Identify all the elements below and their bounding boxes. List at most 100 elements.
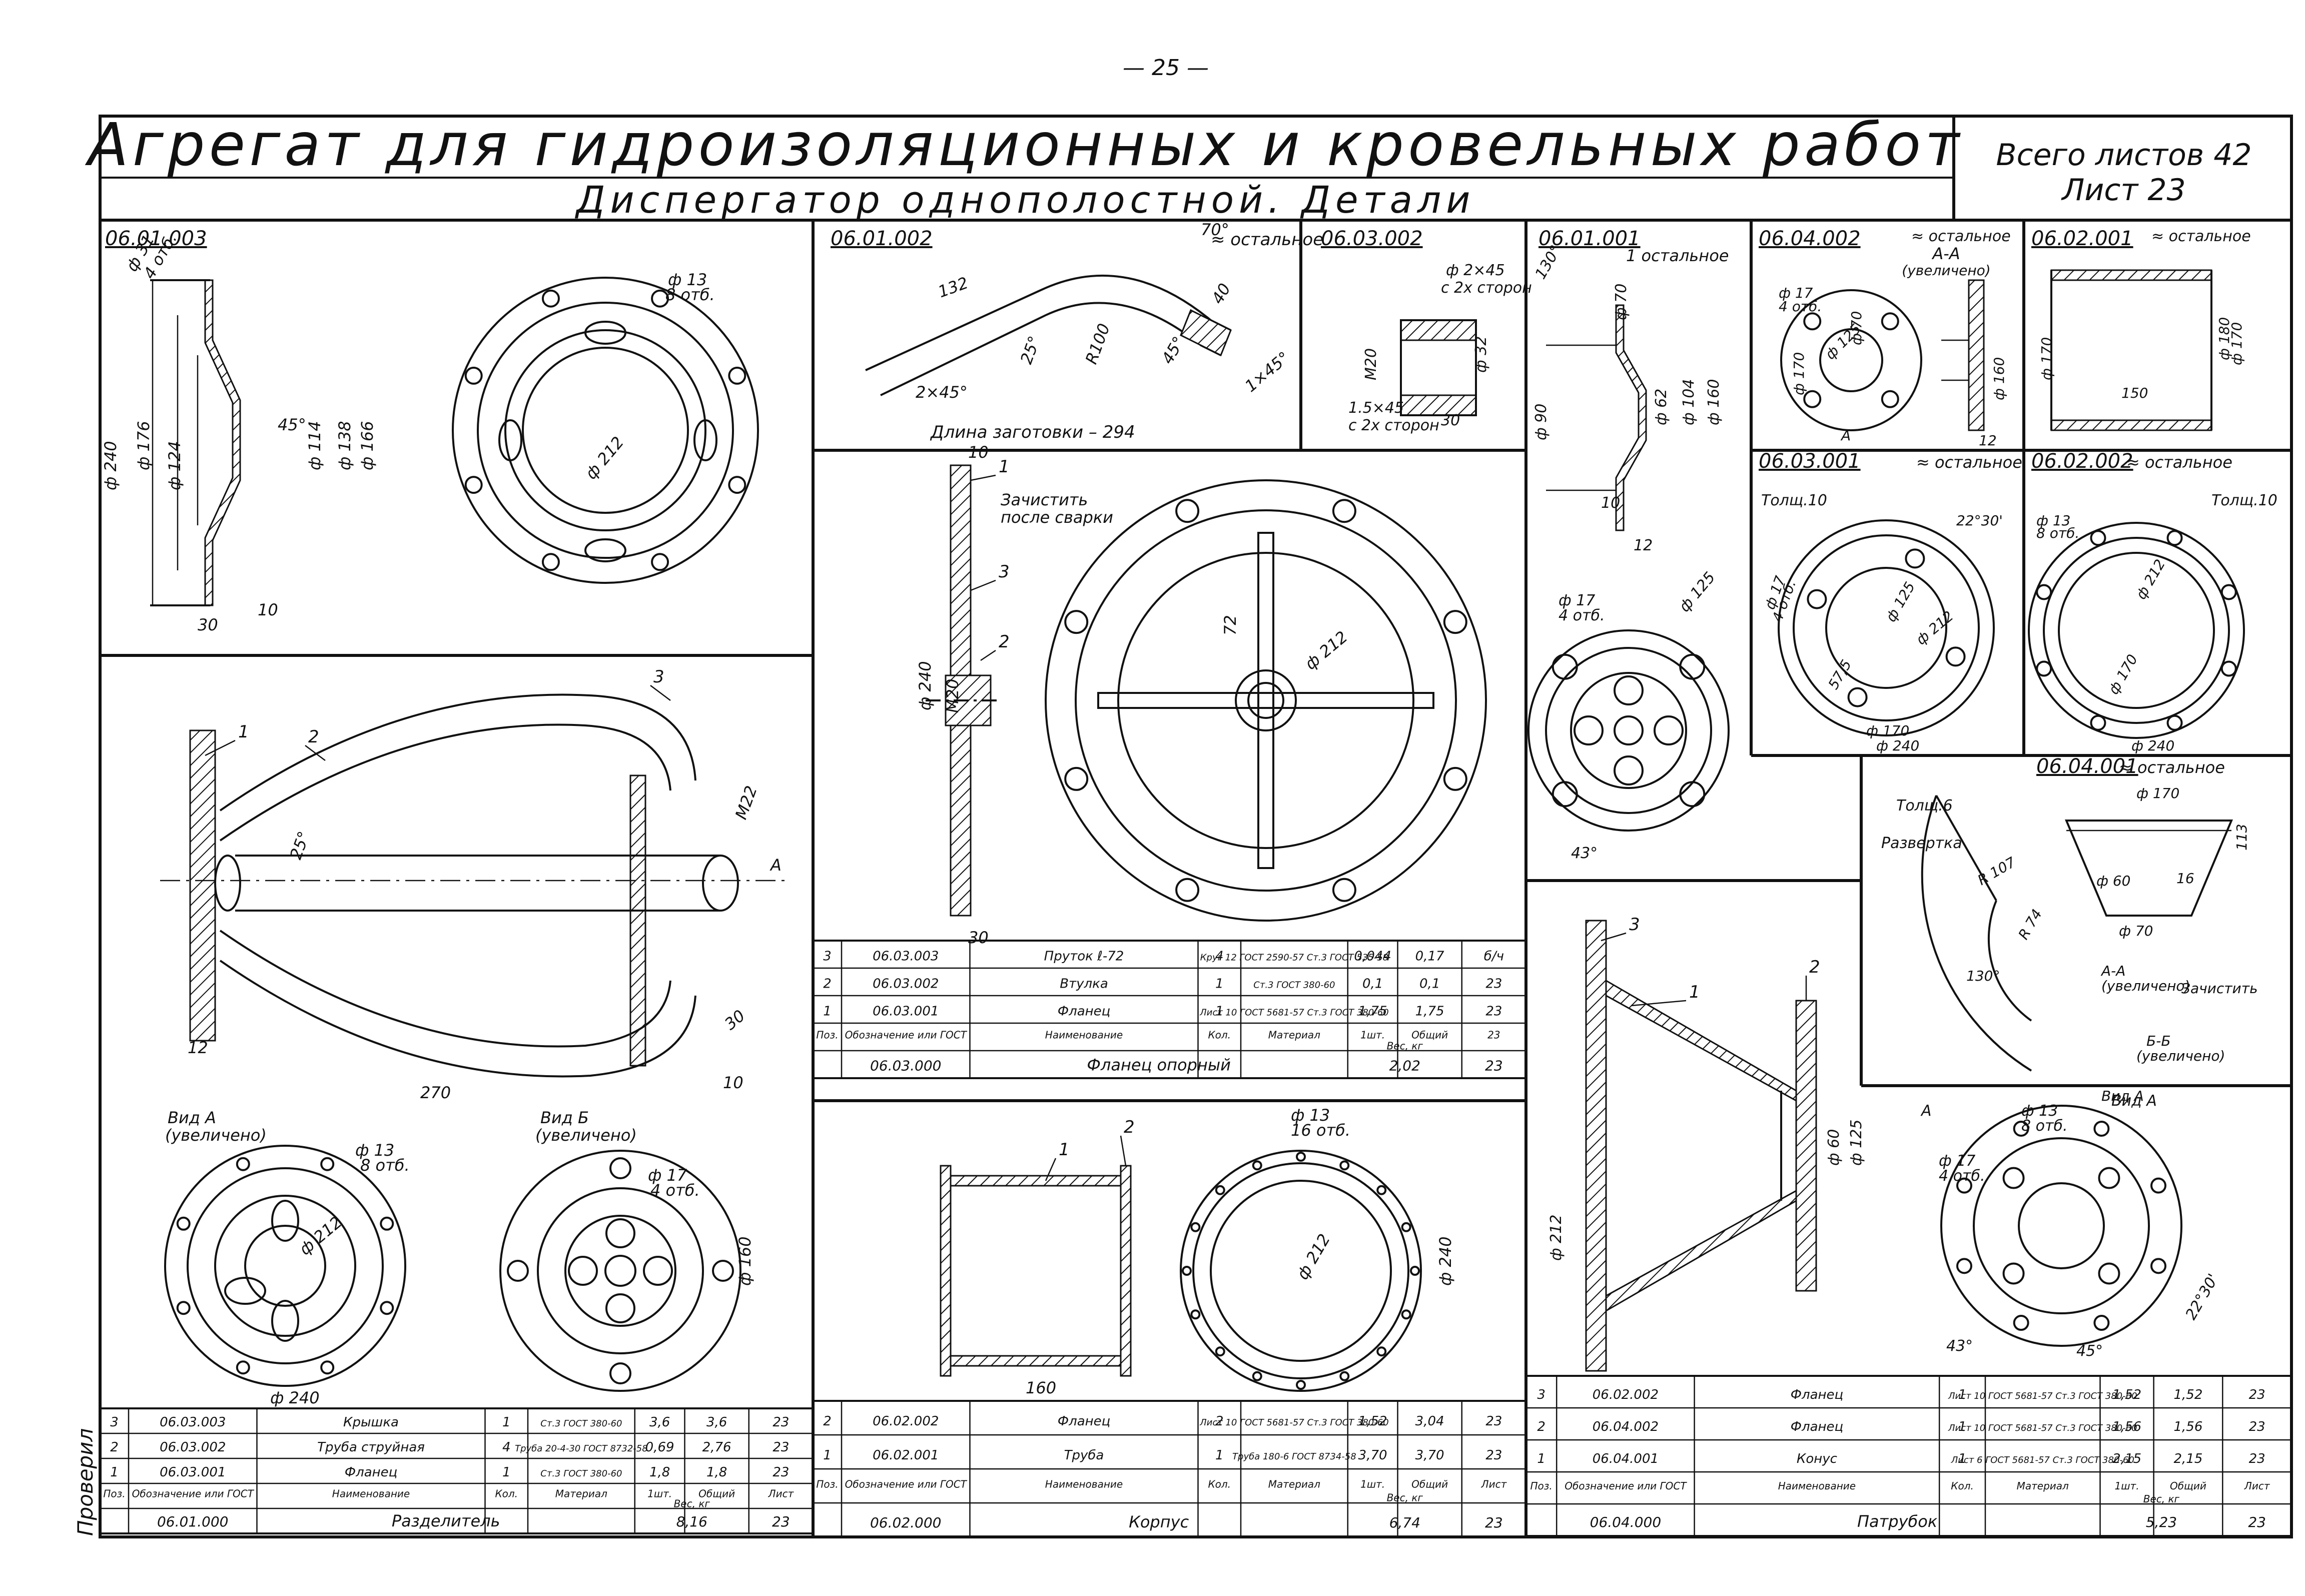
dimension-label: 45°	[1158, 333, 1188, 367]
dimension-label: ф 125	[1848, 1120, 1865, 1166]
dimension-label: ф 240	[2131, 737, 2174, 754]
dimension-label: (увеличено)	[2101, 978, 2190, 994]
dimension-label: ф 180	[2216, 317, 2232, 360]
table-cell: 06.03.002	[160, 1440, 226, 1455]
bolt-hole	[1175, 878, 1200, 902]
bolt-hole	[1332, 499, 1356, 523]
code-060102: 06.01.002	[831, 227, 933, 250]
position-number: 2	[308, 727, 319, 747]
table-header: Наименование	[1045, 1029, 1123, 1041]
dimension-label: 43°	[1946, 1337, 1973, 1355]
dimension-label: 10	[723, 1073, 743, 1092]
table-cell: 23	[773, 1415, 789, 1430]
dimension-label: А	[1840, 427, 1851, 444]
leader-line	[205, 739, 236, 756]
table-header: Обозначение или ГОСТ	[845, 1478, 968, 1490]
dimension-label: ф 13	[668, 270, 707, 289]
table-cell: Фланец	[1791, 1387, 1844, 1402]
dimension-label: ф 160	[1991, 357, 2007, 400]
table-cell: 23	[1485, 1448, 1502, 1463]
bolt-hole	[176, 1216, 191, 1231]
table-assembly-cell: 06.02.000	[870, 1514, 942, 1531]
bolt-hole	[1679, 653, 1706, 680]
dimension-label: Зачистить	[1001, 490, 1088, 509]
dimension-label: 43°	[1571, 845, 1598, 862]
dimension-label: А-А	[2100, 963, 2125, 979]
table-cell: Труба 20-4-30 ГОСТ 8732-58	[515, 1443, 648, 1454]
dimension-label: ф 125	[1676, 569, 1719, 615]
checked-by-label: Проверил	[73, 1428, 98, 1536]
table-assembly-cell: 2,02	[1389, 1058, 1420, 1074]
dimension-label: R 74	[2015, 907, 2045, 943]
dimension-label: 2×45°	[916, 383, 968, 402]
table-cell: 0,044	[1354, 949, 1391, 964]
view-A	[164, 1145, 406, 1387]
dimension-label: А	[1920, 1102, 1932, 1120]
table-cell: 3	[1537, 1387, 1546, 1402]
dimension-label: 4 отб.	[1779, 298, 1822, 315]
code-060401: 06.04.001	[2036, 755, 2138, 778]
table-header: Кол.	[1208, 1478, 1231, 1490]
bolt-hole	[1401, 1222, 1411, 1232]
pipe-branch-side	[1585, 920, 1817, 1372]
dimension-label: 12	[1634, 537, 1653, 554]
table-cell: 0,17	[1415, 949, 1444, 964]
table-cell: 06.03.001	[160, 1465, 226, 1480]
dimension-label: 4 отб.	[1939, 1167, 1985, 1185]
bolt-holes-flange-support	[1064, 499, 1467, 902]
dimension-label: ф 62	[1653, 389, 1670, 425]
dimension-label: 150	[2121, 385, 2148, 401]
position-number: 2	[999, 632, 1010, 652]
code-060103: 06.01.003	[105, 227, 207, 250]
bolt-hole	[2002, 1262, 2025, 1285]
bolt-holes-splitter	[176, 1157, 734, 1384]
table-header: Кол.	[495, 1488, 518, 1500]
bolt-hole	[609, 1157, 631, 1179]
bolt-hole	[1956, 1258, 1972, 1274]
part-060102-bent-pipe	[865, 274, 1232, 396]
table-cell: 06.02.002	[1593, 1387, 1659, 1402]
thickness-060401: Толщ.6	[1896, 797, 1953, 815]
dimension-label: ф 90	[1532, 404, 1550, 440]
dimension-label: 22°30'	[1956, 512, 2003, 529]
table-assembly-cell: 06.04.000	[1590, 1514, 1662, 1530]
sheets-total: Всего листов 42	[1996, 138, 2251, 173]
table-header: Наименование	[332, 1488, 410, 1500]
position-number: 3	[1629, 915, 1640, 935]
note-060201: ≈ остальное	[2151, 228, 2251, 245]
dims-splitter: Вид А(увеличено)Вид Б(увеличено)ф 138 от…	[165, 667, 782, 1407]
table-cell: Конус	[1797, 1451, 1837, 1466]
table-cell: Фланец	[345, 1465, 398, 1480]
table-cell: 2	[823, 1414, 832, 1429]
bolt-hole	[320, 1157, 335, 1171]
bolt-holes-housing	[1182, 1152, 1420, 1390]
table-cell: Лист 10 ГОСТ 5681-57 Ст.3 ГОСТ 380-60	[1199, 1417, 1389, 1428]
dimension-label: М20	[1362, 348, 1380, 380]
code-060202: 06.02.002	[2031, 450, 2133, 473]
note-060202: ≈ остальное	[2126, 453, 2232, 472]
table-header: Лист	[2244, 1480, 2270, 1492]
table-cell: б/ч	[1484, 949, 1504, 964]
code-060302: 06.03.002	[1321, 227, 1423, 250]
dimension-label: ф 160	[1705, 379, 1723, 425]
bolt-hole	[1443, 766, 1467, 791]
table-header: Вес, кг	[2143, 1493, 2180, 1505]
bolt-hole	[1945, 646, 1966, 667]
table-cell: 1	[1215, 1004, 1224, 1019]
dimension-label: ф 160	[735, 1236, 754, 1286]
dimension-label: ф 240	[270, 1388, 320, 1407]
table-cell: Труба струйная	[317, 1440, 425, 1455]
bolt-hole	[507, 1260, 529, 1282]
bolt-hole	[2220, 660, 2237, 677]
dimension-label: Вид А	[2111, 1092, 2157, 1110]
leader-line	[970, 579, 996, 591]
table-header: Лист	[768, 1488, 795, 1500]
dimension-label: 8 отб.	[665, 285, 715, 304]
table-frame	[812, 940, 1527, 1079]
table-cell: Фланец	[1058, 1414, 1111, 1429]
leader-line	[1601, 932, 1627, 942]
bolt-hole	[1847, 687, 1868, 707]
table-cell: 06.03.003	[873, 949, 939, 964]
bolt-hole	[541, 553, 560, 571]
